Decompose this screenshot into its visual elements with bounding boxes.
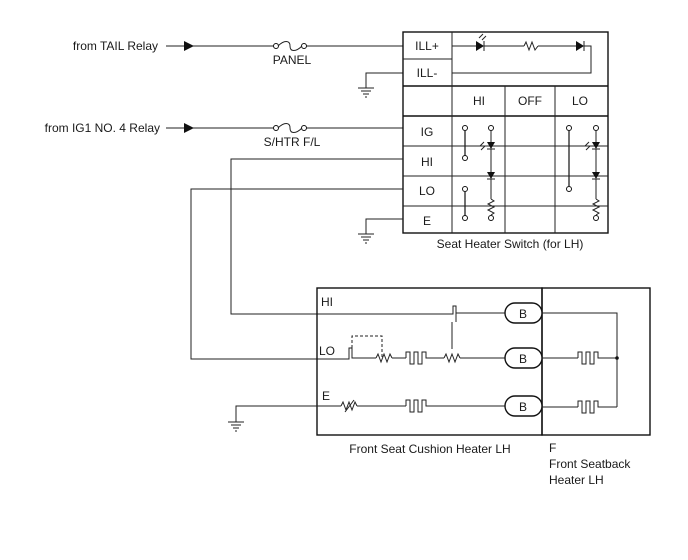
hi-contact-ig-hi [462,125,468,161]
diode-icon [576,41,585,51]
terminal-ill-minus: ILL- [417,66,438,80]
heater-element-icon [577,351,600,365]
heater-element-icon [577,400,600,414]
ill-minus-ground-wire [365,72,403,88]
svg-text:B: B [519,352,527,366]
lo-contact-ig-lo [566,125,572,192]
svg-text:B: B [519,307,527,321]
seatback-title-line1: Front Seatback [549,457,631,471]
ig1-relay-label: from IG1 NO. 4 Relay [45,121,160,135]
shtr-fuse-icon [273,123,307,133]
thermostat-lo-dashed-link [351,335,383,358]
resistor-icon [523,40,539,52]
lo-feed-wire [190,188,403,360]
resistor-icon [443,352,461,364]
seatback-letter: F [549,441,556,455]
tail-relay-label: from TAIL Relay [73,39,158,53]
hi-feed-wire [230,158,450,315]
resistor-icon [340,399,358,413]
ground-icon [358,233,374,244]
switch-title: Seat Heater Switch (for LH) [437,237,584,251]
heater-element-icon [405,399,428,413]
ig-feed-wire [166,123,403,133]
tail-feed-wire [166,41,403,51]
switch-ground-wire [365,218,403,234]
indicator-led-icon [476,33,487,51]
terminal-ig: IG [421,125,434,139]
illumination-circuit [452,45,592,74]
cushion-heater-title: Front Seat Cushion Heater LH [349,442,510,456]
terminal-e: E [423,214,431,228]
heater-element-icon [405,351,428,365]
ground-icon [228,421,244,432]
hi-indicator-chain [479,125,496,221]
panel-fuse-icon [273,41,307,51]
terminal-lo: LO [419,184,435,198]
connector-b-hi: B [504,302,543,324]
position-lo: LO [572,94,588,108]
ground-icon [358,87,374,98]
resistor-icon [375,352,393,364]
line-lo-label: LO [319,344,335,358]
terminal-ill-plus: ILL+ [415,39,439,53]
shtr-fuse-label: S/HTR F/L [264,135,321,149]
hi-row-wire [450,305,505,315]
lo-row-wire [345,322,505,360]
connector-b-lo: B [504,347,543,369]
e-row-wire [235,405,505,422]
connector-b-e: B [504,395,543,417]
hi-contact-lo-e [462,186,468,221]
line-hi-label: HI [321,295,333,309]
svg-text:B: B [519,400,527,414]
seatback-wiring [542,312,619,408]
seatback-heater-box [541,287,651,436]
panel-fuse-label: PANEL [273,53,312,67]
lo-indicator-chain [584,125,601,221]
position-off: OFF [518,94,542,108]
line-e-label: E [322,389,330,403]
seatback-title-line2: Heater LH [549,473,604,487]
position-hi: HI [473,94,485,108]
seat-heater-switch [402,31,609,234]
terminal-hi: HI [421,155,433,169]
